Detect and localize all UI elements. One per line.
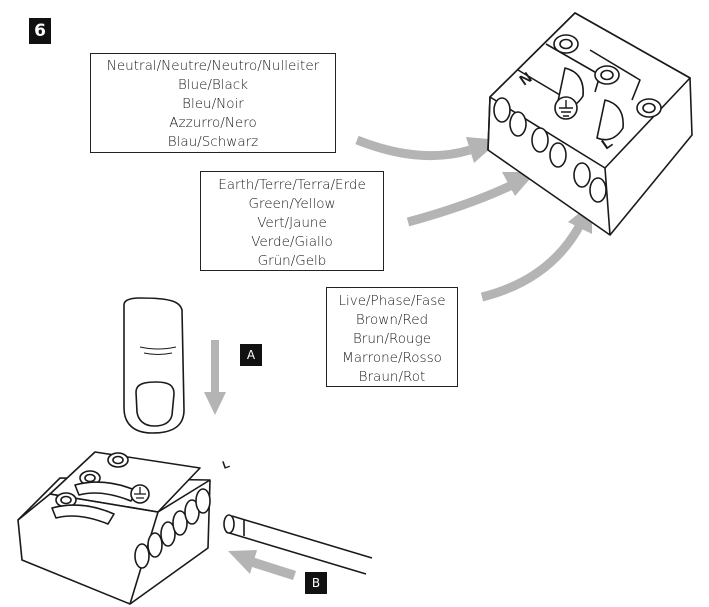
wire-hole xyxy=(589,177,607,203)
neutral-wire-label: Neutral/Neutre/Neutro/Nulleiter Blue/Bla… xyxy=(90,53,336,153)
live-label-line: Marrone/Rosso xyxy=(342,350,442,366)
terminal-block-top-edge xyxy=(487,96,491,151)
screw-head-icon xyxy=(112,455,124,465)
terminal-block-bottom xyxy=(17,451,211,605)
wire-illustration xyxy=(223,514,373,575)
wire-end xyxy=(223,514,235,534)
terminal-block-bottom-edge xyxy=(17,479,211,521)
terminal-block-top-face xyxy=(489,12,691,169)
wire-hole xyxy=(573,162,591,188)
earth-label-line: Verde/Giallo xyxy=(251,234,333,250)
live-label-line: Brun/Rouge xyxy=(352,331,432,347)
neutral-label-line: Azzurro/Nero xyxy=(169,115,257,131)
wire-hole xyxy=(509,111,527,137)
callout-a: A xyxy=(240,344,262,366)
insert-arrow xyxy=(228,550,296,580)
screw-head-icon xyxy=(559,38,573,50)
earth-symbol-lines xyxy=(559,100,573,117)
terminal-block-top xyxy=(487,12,693,236)
live-label-line: Live/Phase/Fase xyxy=(338,293,446,309)
neutral-arrow-shaft xyxy=(355,135,472,161)
wire-hole xyxy=(531,127,549,153)
insert-arrow-head xyxy=(228,550,257,574)
wire-hole xyxy=(172,510,188,536)
press-arrow-shaft xyxy=(211,340,219,394)
finger-crease xyxy=(139,346,177,355)
fingernail xyxy=(135,381,175,427)
neutral-label-line: Neutral/Neutre/Neutro/Nulleiter xyxy=(106,58,320,74)
press-arrow-head xyxy=(204,392,226,415)
screw-head-icon xyxy=(84,473,96,483)
neutral-label-line: Blue/Black xyxy=(177,77,249,93)
wire-sheath xyxy=(225,515,373,575)
wire-hole xyxy=(195,488,211,514)
live-arrow-shaft xyxy=(480,222,584,302)
screw-head-icon xyxy=(600,69,614,81)
terminal-lever xyxy=(51,504,115,525)
earth-label-line: Grün/Gelb xyxy=(257,253,327,269)
terminal-mark-live-small: L xyxy=(221,458,232,472)
live-label-line: Brown/Red xyxy=(355,312,429,328)
earth-wire-label: Earth/Terre/Terra/Erde Green/Yellow Vert… xyxy=(200,171,384,271)
wire-hole xyxy=(147,532,163,558)
press-arrow xyxy=(204,340,226,415)
earth-arrow-shaft xyxy=(406,180,514,227)
terminal-block-top-edge xyxy=(604,167,611,236)
earth-label-line: Green/Yellow xyxy=(248,196,336,212)
live-label-line: Braun/Rot xyxy=(358,369,426,385)
finger-illustration xyxy=(123,297,185,434)
earth-symbol-lines xyxy=(134,487,146,499)
wire-hole xyxy=(134,543,150,569)
wire-clamp xyxy=(596,99,624,141)
connection-arrows xyxy=(355,135,584,302)
wire-hole xyxy=(493,97,511,123)
earth-label-line: Vert/Jaune xyxy=(257,215,327,231)
wire-hole xyxy=(160,521,176,547)
neutral-label-line: Blau/Schwarz xyxy=(167,134,259,150)
insert-arrow-shaft xyxy=(249,557,296,580)
earth-label-line: Earth/Terre/Terra/Erde xyxy=(218,177,366,193)
screw-head-icon xyxy=(60,495,72,505)
screw-head-icon xyxy=(642,102,656,114)
step-number-badge: 6 xyxy=(29,18,51,44)
wire-hole xyxy=(549,142,567,168)
neutral-label-line: Bleu/Noir xyxy=(182,96,244,112)
live-wire-label: Live/Phase/Fase Brown/Red Brun/Rouge Mar… xyxy=(326,287,458,387)
callout-b: B xyxy=(305,572,327,594)
